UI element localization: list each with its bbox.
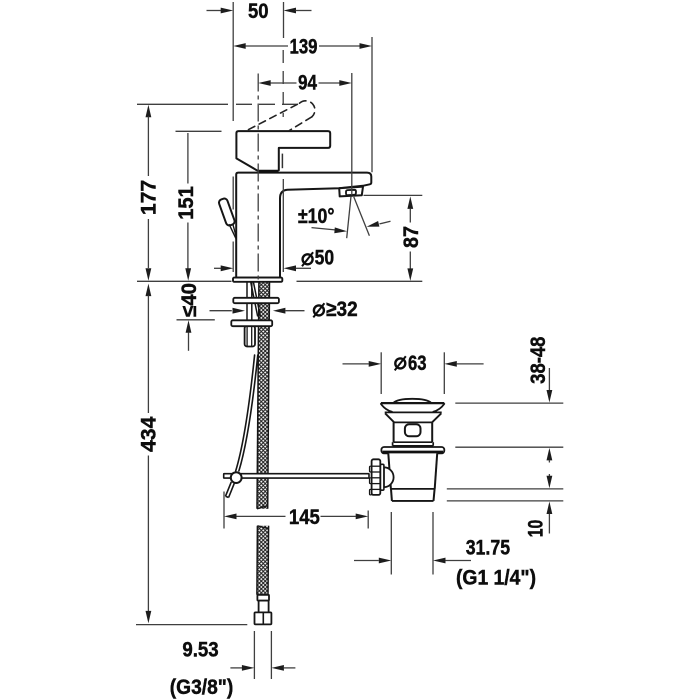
svg-text:434: 434 bbox=[137, 416, 160, 452]
svg-text:(G3/8"): (G3/8") bbox=[170, 676, 234, 699]
svg-text:≤40: ≤40 bbox=[178, 283, 201, 317]
svg-text:94: 94 bbox=[298, 72, 317, 95]
svg-text:87: 87 bbox=[400, 226, 423, 248]
svg-text:139: 139 bbox=[290, 36, 318, 59]
svg-text:38-48: 38-48 bbox=[527, 336, 550, 384]
svg-text:10: 10 bbox=[525, 520, 548, 538]
svg-text:145: 145 bbox=[289, 506, 320, 529]
svg-text:±10°: ±10° bbox=[298, 205, 335, 228]
svg-text:9.53: 9.53 bbox=[182, 638, 218, 661]
svg-text:50: 50 bbox=[315, 246, 335, 269]
svg-text:≥32: ≥32 bbox=[326, 298, 358, 321]
svg-text:63: 63 bbox=[408, 352, 427, 375]
svg-text:50: 50 bbox=[248, 0, 269, 23]
svg-text:(G1 1/4"): (G1 1/4") bbox=[456, 567, 536, 590]
svg-text:177: 177 bbox=[137, 180, 160, 215]
svg-text:31.75: 31.75 bbox=[466, 536, 511, 559]
svg-text:151: 151 bbox=[175, 186, 198, 220]
